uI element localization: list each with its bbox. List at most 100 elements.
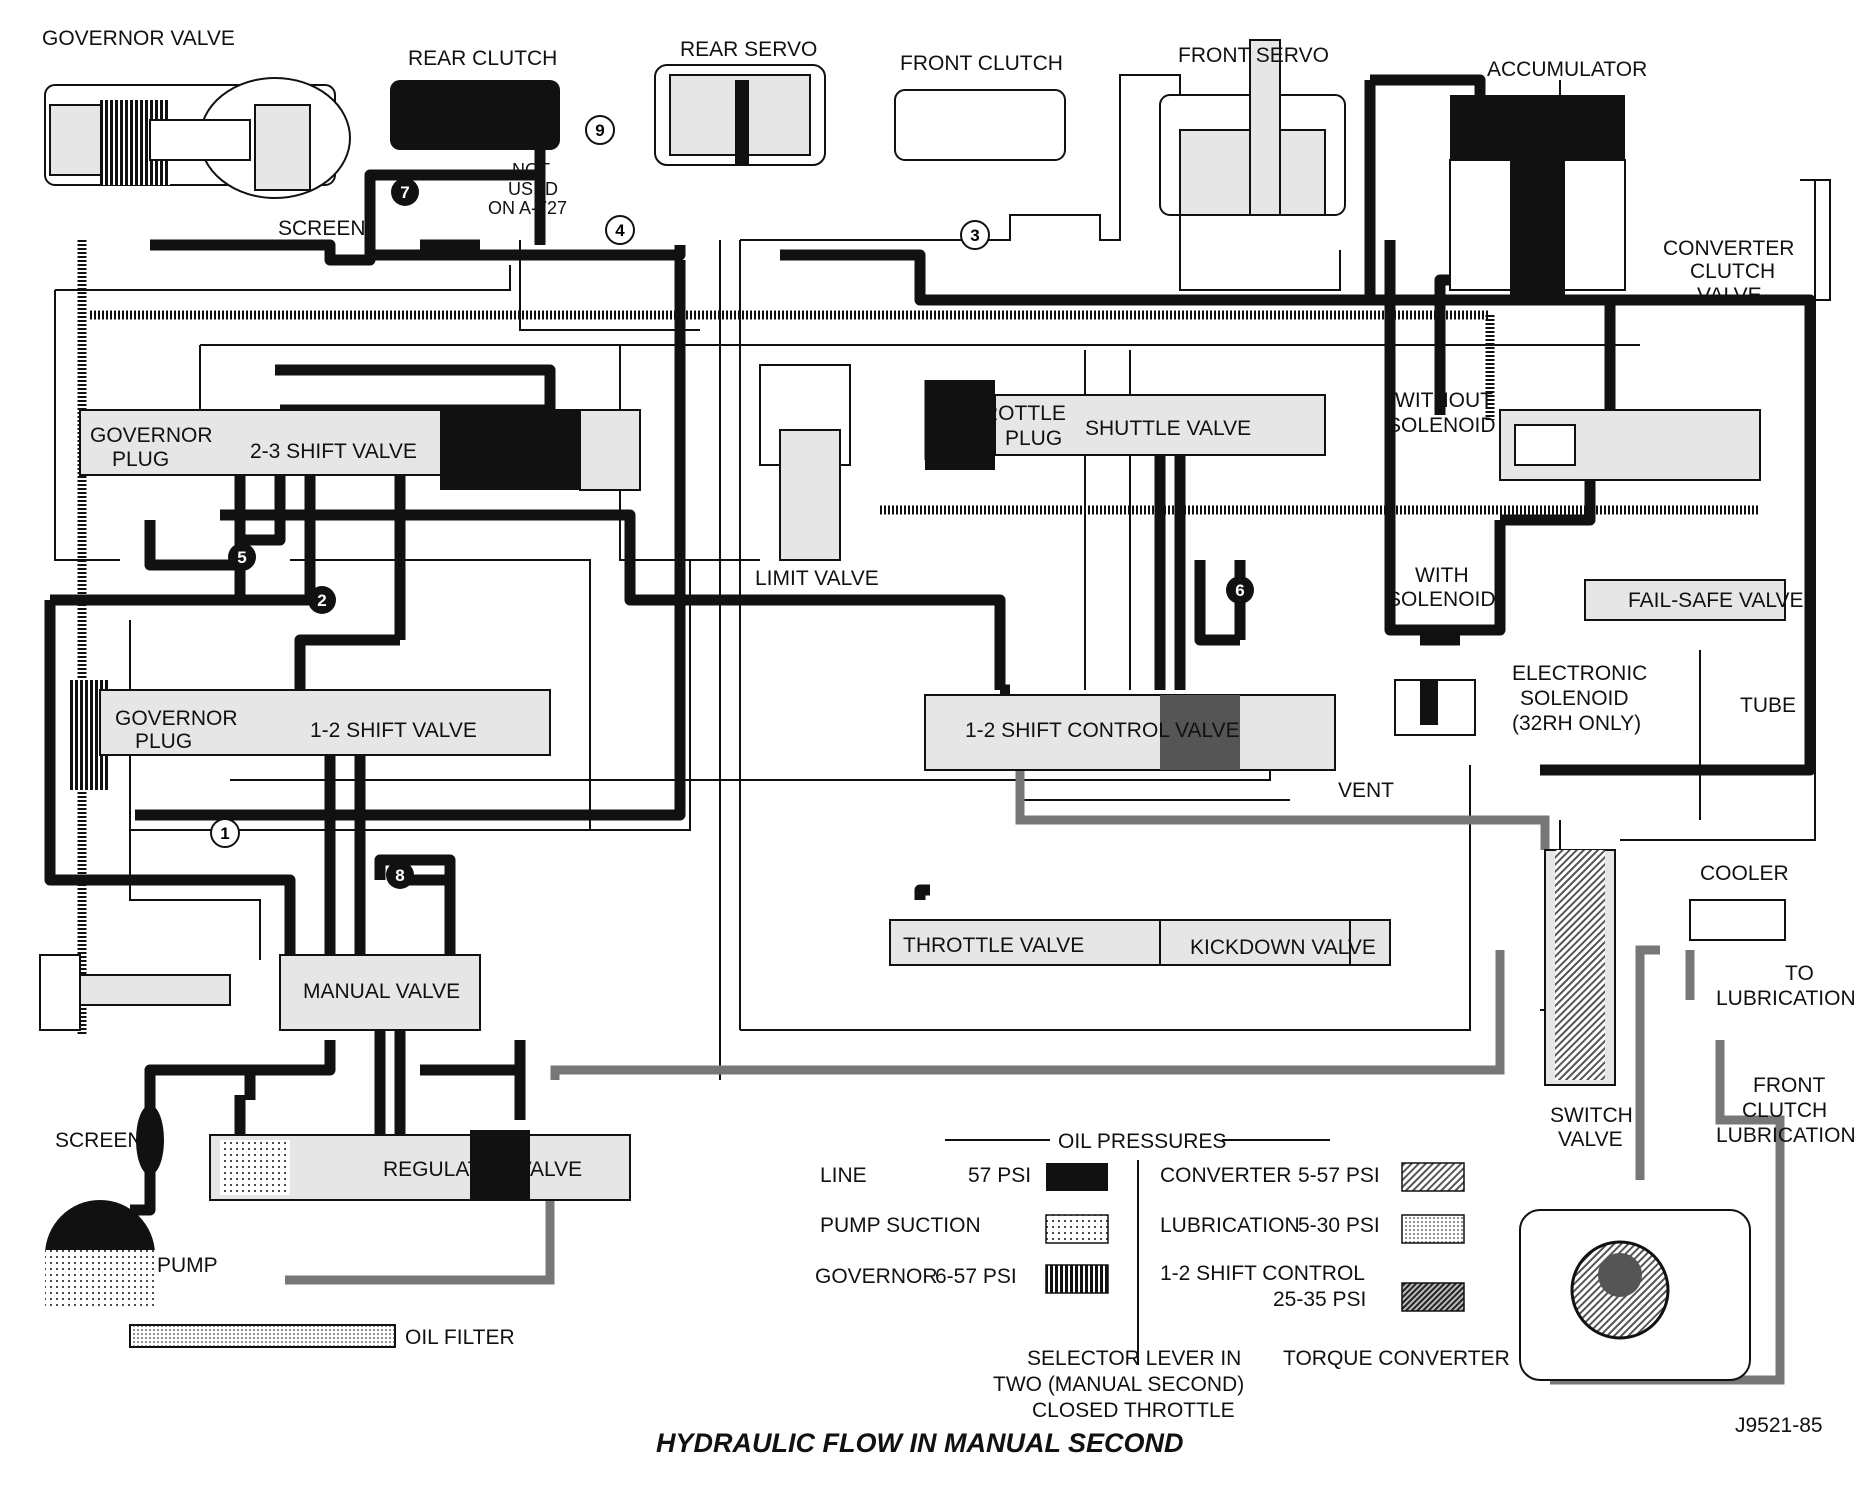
front-servo (1159, 39, 1346, 216)
label-front-clutch-lub-3: LUBRICATION (1716, 1124, 1856, 1147)
accumulator (1449, 95, 1626, 300)
svg-text:2: 2 (317, 591, 326, 610)
regulator-valve-body (209, 1130, 631, 1201)
label-tube: TUBE (1740, 694, 1796, 717)
ball-check-5: 5 (228, 543, 256, 571)
label-switch-valve-2: VALVE (1558, 1128, 1623, 1151)
fail-safe-valve-body (1584, 579, 1786, 621)
legend-governor-name: GOVERNOR (815, 1265, 938, 1288)
governor-assembly (44, 77, 351, 199)
valve-governor-plug-top-1: GOVERNOR (90, 424, 213, 447)
label-converter-clutch-valve-3: VALVE (1697, 284, 1762, 307)
legend-lubrication-value: 5-30 PSI (1298, 1214, 1380, 1237)
oil-filter (129, 1324, 396, 1348)
legend-line-value: 57 PSI (968, 1164, 1031, 1187)
label-front-clutch-lub-1: FRONT (1753, 1074, 1825, 1097)
svg-text:3: 3 (970, 226, 979, 245)
shuttle-valve-body (925, 380, 1326, 470)
selector-note-3: CLOSED THROTTLE (1032, 1399, 1235, 1422)
label-switch-valve-1: SWITCH (1550, 1104, 1633, 1127)
valve-2-3-shift: 2-3 SHIFT VALVE (250, 440, 417, 463)
manual-valve-body (39, 954, 481, 1031)
selector-note-1: SELECTOR LEVER IN (1027, 1347, 1241, 1370)
label-rear-servo: REAR SERVO (680, 38, 817, 61)
label-front-servo: FRONT SERVO (1178, 44, 1329, 67)
label-front-clutch: FRONT CLUTCH (900, 52, 1063, 75)
throttle-kickdown-body (889, 919, 1391, 966)
valve-regulator: REGULATOR VALVE (383, 1158, 582, 1181)
valve-1-2-shift: 1-2 SHIFT VALVE (310, 719, 477, 742)
label-to-lubrication-2: LUBRICATION (1716, 987, 1856, 1010)
svg-text:4: 4 (615, 221, 625, 240)
label-to-lubrication-1: TO (1785, 962, 1814, 985)
legend-shift-control-swatch (1401, 1282, 1465, 1312)
label-electronic-solenoid-2: SOLENOID (1520, 687, 1629, 710)
valve-1-2-shift-control: 1-2 SHIFT CONTROL VALVE (965, 719, 1240, 742)
ball-check-4: 4 (605, 215, 635, 245)
label-not-used-2: USED (508, 179, 558, 199)
figure-caption: HYDRAULIC FLOW IN MANUAL SECOND (656, 1428, 1183, 1458)
ball-check-9: 9 (585, 115, 615, 145)
label-oil-filter: OIL FILTER (405, 1326, 515, 1349)
shift-control-body (924, 694, 1336, 771)
switch-valve-body (1544, 849, 1616, 1086)
valve-kickdown: KICKDOWN VALVE (1190, 936, 1376, 959)
legend-governor-swatch (1045, 1264, 1109, 1294)
valve-1-2-shift-body (70, 680, 551, 790)
svg-text:9: 9 (595, 121, 604, 140)
ball-check-8: 8 (386, 861, 414, 889)
svg-text:6: 6 (1235, 581, 1244, 600)
valve-limit: LIMIT VALVE (755, 567, 879, 590)
selector-note-2: TWO (MANUAL SECOND) (993, 1373, 1244, 1396)
label-front-clutch-lub-2: CLUTCH (1742, 1099, 1827, 1122)
valve-throttle-plug-1: THROTTLE (955, 402, 1066, 425)
legend-converter-swatch (1401, 1162, 1465, 1192)
converter-clutch-valve-body (1499, 409, 1761, 481)
label-with-solenoid-2: SOLENOID (1387, 588, 1496, 611)
label-electronic-solenoid-3: (32RH ONLY) (1512, 712, 1641, 735)
label-governor-valve: GOVERNOR VALVE (42, 27, 235, 50)
pump (45, 1105, 164, 1310)
cooler (1689, 899, 1786, 941)
valve-fail-safe: FAIL-SAFE VALVE (1628, 589, 1803, 612)
label-figure-id: J9521-85 (1735, 1414, 1823, 1437)
legend-lubrication-swatch (1401, 1214, 1465, 1244)
label-not-used-3: ON A-727 (488, 198, 567, 218)
label-not-used-1: NOT (512, 160, 550, 180)
legend-converter-value: 5-57 PSI (1298, 1164, 1380, 1187)
legend-line-swatch (1046, 1163, 1108, 1191)
svg-text:1: 1 (220, 824, 229, 843)
label-screen-top: SCREEN (278, 217, 366, 240)
label-cooler: COOLER (1700, 862, 1789, 885)
ball-check-7: 7 (391, 178, 419, 206)
svg-text:5: 5 (237, 548, 246, 567)
ball-check-2: 2 (308, 586, 336, 614)
legend: OIL PRESSURES LINE 57 PSI PUMP SUCTION G… (815, 1130, 1465, 1365)
label-screen-bottom: SCREEN (55, 1129, 143, 1152)
label-torque-converter: TORQUE CONVERTER (1283, 1347, 1510, 1370)
ball-check-6: 6 (1226, 576, 1254, 604)
front-clutch (894, 89, 1066, 161)
label-electronic-solenoid-1: ELECTRONIC (1512, 662, 1647, 685)
label-without-solenoid-2: SOLENOID (1387, 414, 1496, 437)
legend-line-name: LINE (820, 1164, 867, 1187)
label-rear-clutch: REAR CLUTCH (408, 47, 557, 70)
ball-check-3: 3 (960, 220, 990, 250)
torque-converter (1519, 1209, 1751, 1381)
label-accumulator: ACCUMULATOR (1487, 58, 1647, 81)
legend-pump-suction-swatch (1045, 1214, 1109, 1244)
electronic-solenoid (1394, 679, 1476, 736)
legend-lubrication-name: LUBRICATION (1160, 1214, 1300, 1237)
label-converter-clutch-valve-2: CLUTCH (1690, 260, 1775, 283)
valve-manual: MANUAL VALVE (303, 980, 460, 1003)
rear-clutch (390, 80, 560, 150)
valve-governor-plug-bottom-2: PLUG (135, 730, 192, 753)
label-without-solenoid-1: WITHOUT (1395, 389, 1493, 412)
valve-2-3-shift-body (79, 409, 641, 491)
label-pump: PUMP (157, 1254, 218, 1277)
valve-shuttle: SHUTTLE VALVE (1085, 417, 1251, 440)
legend-pump-suction-name: PUMP SUCTION (820, 1214, 981, 1237)
valve-governor-plug-top-2: PLUG (112, 448, 169, 471)
svg-text:7: 7 (400, 183, 409, 202)
